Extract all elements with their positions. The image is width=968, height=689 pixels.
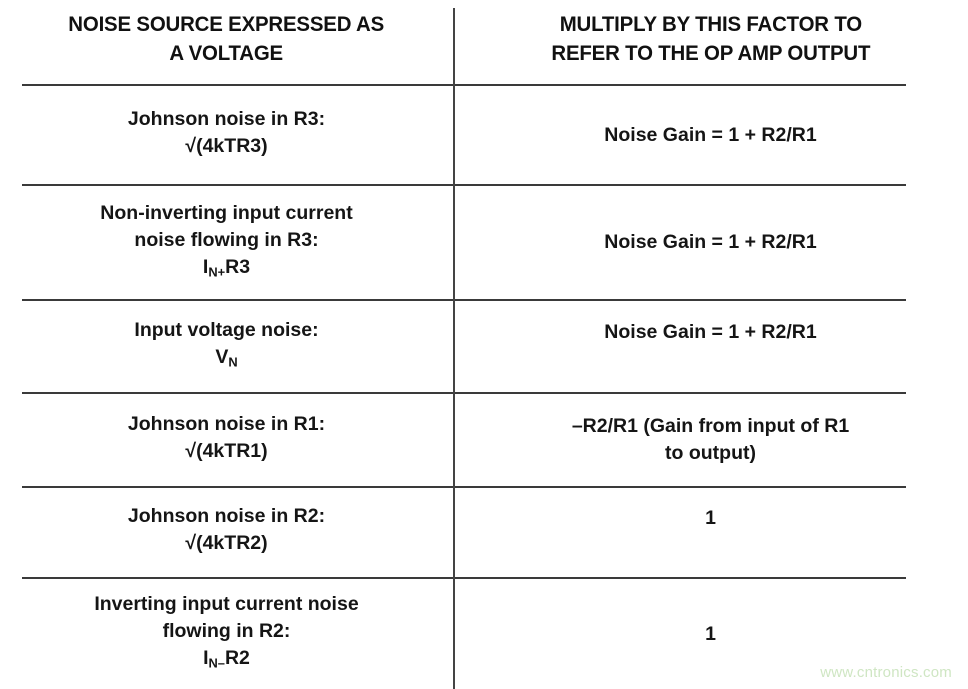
formula-subscript: N– — [208, 655, 225, 671]
formula-subscript: N — [228, 354, 238, 370]
noise-source-label: Johnson noise in R1: — [127, 412, 326, 435]
noise-source-formula: √(4kTR3) — [185, 133, 267, 165]
noise-source-label: Non-inverting input current noise flowin… — [100, 201, 353, 251]
table-row: Johnson noise in R3: √(4kTR3) Noise Gain… — [0, 86, 968, 184]
multiply-factor-value: 1 — [705, 622, 716, 645]
rule-below-row-3 — [22, 392, 906, 394]
header-cell-noise-source: NOISE SOURCE EXPRESSED AS A VOLTAGE — [0, 0, 453, 84]
table-row: Inverting input current noise flowing in… — [0, 579, 968, 689]
formula-prefix: √(4kTR2) — [185, 532, 268, 555]
formula-prefix: I — [203, 647, 209, 670]
noise-source-label: Johnson noise in R2: — [127, 505, 326, 528]
cell-multiply-factor: –R2/R1 (Gain from input of R1 to output) — [453, 394, 968, 486]
cell-multiply-factor: Noise Gain = 1 + R2/R1 — [453, 186, 968, 299]
multiply-factor-value: Noise Gain = 1 + R2/R1 — [604, 321, 817, 343]
header-label-multiply-factor: MULTIPLY BY THIS FACTOR TO REFER TO THE … — [551, 12, 870, 65]
formula-prefix: √(4kTR1) — [185, 439, 268, 462]
cell-multiply-factor: 1 — [453, 488, 968, 577]
cell-multiply-factor: 1 — [453, 579, 968, 689]
cell-multiply-factor: Noise Gain = 1 + R2/R1 — [453, 301, 968, 392]
multiply-factor-value: –R2/R1 (Gain from input of R1 to output) — [571, 415, 850, 464]
cell-noise-source: Johnson noise in R1: √(4kTR1) — [0, 394, 453, 486]
formula-suffix: R3 — [225, 255, 251, 278]
noise-source-formula: VN — [215, 344, 237, 376]
column-divider — [453, 8, 455, 689]
rule-below-row-5 — [22, 577, 906, 579]
header-cell-multiply-factor: MULTIPLY BY THIS FACTOR TO REFER TO THE … — [453, 0, 968, 84]
rule-below-row-1 — [22, 184, 906, 186]
noise-source-formula: IN–R2 — [203, 645, 250, 677]
rule-below-header — [22, 84, 906, 86]
table-row: Non-inverting input current noise flowin… — [0, 186, 968, 299]
noise-source-label: Input voltage noise: — [134, 319, 319, 342]
cell-noise-source: Non-inverting input current noise flowin… — [0, 186, 453, 299]
formula-prefix: I — [202, 255, 209, 278]
rule-below-row-4 — [22, 486, 906, 488]
multiply-factor-value: Noise Gain = 1 + R2/R1 — [604, 123, 817, 146]
formula-prefix: V — [215, 346, 229, 369]
formula-prefix: √(4kTR3) — [185, 134, 268, 157]
header-label-noise-source: NOISE SOURCE EXPRESSED AS A VOLTAGE — [68, 12, 385, 65]
cell-noise-source: Inverting input current noise flowing in… — [0, 579, 453, 689]
cell-noise-source: Johnson noise in R2: √(4kTR2) — [0, 488, 453, 577]
cell-noise-source: Input voltage noise: VN — [0, 301, 453, 392]
cell-noise-source: Johnson noise in R3: √(4kTR3) — [0, 86, 453, 184]
noise-source-label: Johnson noise in R3: — [127, 107, 326, 130]
formula-suffix: R2 — [224, 647, 250, 670]
formula-subscript: N+ — [208, 264, 226, 280]
noise-source-label: Inverting input current noise flowing in… — [94, 593, 359, 643]
site-watermark: www.cntronics.com — [820, 664, 952, 681]
noise-source-formula: √(4kTR1) — [185, 438, 267, 470]
noise-source-formula: IN+R3 — [203, 254, 250, 286]
table-row: Johnson noise in R1: √(4kTR1) –R2/R1 (Ga… — [0, 394, 968, 486]
multiply-factor-value: 1 — [705, 507, 716, 529]
cell-multiply-factor: Noise Gain = 1 + R2/R1 — [453, 86, 968, 184]
noise-source-formula: √(4kTR2) — [185, 530, 267, 562]
multiply-factor-value: Noise Gain = 1 + R2/R1 — [604, 231, 817, 253]
table-header-row: NOISE SOURCE EXPRESSED AS A VOLTAGE MULT… — [0, 0, 968, 84]
table-row: Johnson noise in R2: √(4kTR2) 1 — [0, 488, 968, 577]
rule-below-row-2 — [22, 299, 906, 301]
table-row: Input voltage noise: VN Noise Gain = 1 +… — [0, 301, 968, 392]
